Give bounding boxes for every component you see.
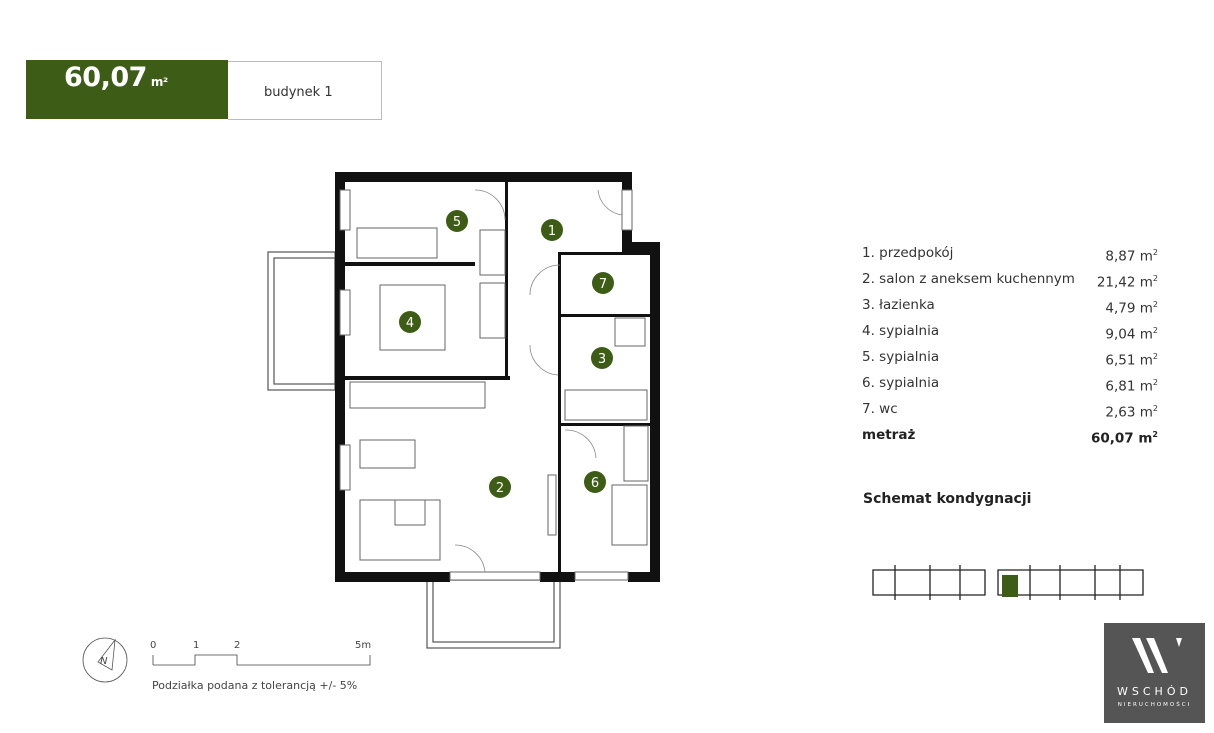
scale-tick: 0 bbox=[150, 640, 157, 651]
scale-note: Podziałka podana z tolerancją +/- 5% bbox=[152, 679, 358, 692]
marker-label: 6 bbox=[591, 476, 599, 491]
room-marker-7 bbox=[592, 272, 614, 294]
marker-label: 2 bbox=[496, 481, 504, 496]
room-marker-4 bbox=[399, 311, 421, 333]
scale-tick: 5m bbox=[355, 640, 372, 651]
balcony-left bbox=[267, 251, 336, 391]
balcony-bottom bbox=[426, 579, 561, 649]
scale-tick: 1 bbox=[193, 640, 200, 651]
building-badge: budynek 1 bbox=[228, 61, 382, 120]
marker-label: 3 bbox=[598, 352, 606, 367]
room-marker-6 bbox=[584, 471, 606, 493]
marker-label: 5 bbox=[453, 215, 461, 230]
floor-schema bbox=[872, 565, 1144, 600]
apartment-location-highlight bbox=[1002, 575, 1018, 597]
marker-label: 1 bbox=[548, 224, 556, 239]
scale-bar bbox=[152, 654, 371, 666]
scale-tick: 2 bbox=[234, 640, 241, 651]
marker-label: 7 bbox=[599, 277, 607, 292]
room-markers bbox=[399, 210, 614, 498]
logo-w-icon bbox=[1132, 638, 1182, 673]
room-marker-2 bbox=[489, 476, 511, 498]
room-marker-3 bbox=[591, 347, 613, 369]
room-marker-5 bbox=[446, 210, 468, 232]
north-label: N bbox=[100, 656, 108, 667]
marker-label: 4 bbox=[406, 316, 414, 331]
building-label: budynek 1 bbox=[264, 85, 333, 100]
north-compass-icon bbox=[82, 637, 128, 683]
schema-title: Schemat kondygnacji bbox=[863, 491, 1032, 507]
company-logo: WSCHÓD NIERUCHOMOŚCI bbox=[1104, 623, 1205, 723]
room-marker-1 bbox=[541, 219, 563, 241]
